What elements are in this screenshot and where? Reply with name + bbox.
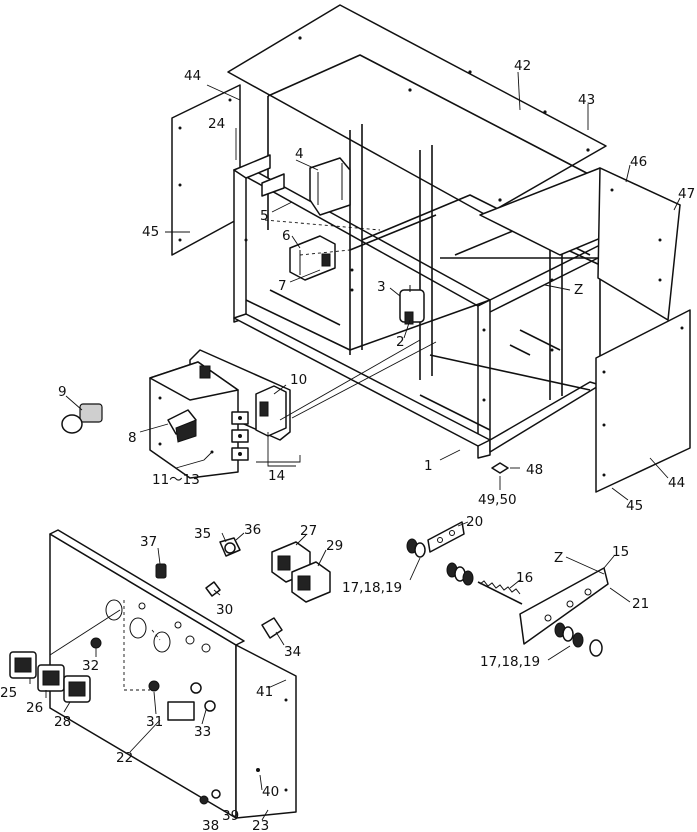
callout-24: 24: [208, 116, 225, 132]
callout-9: 9: [58, 384, 67, 400]
callout-35: 35: [194, 526, 211, 542]
right-side-panel: [479, 167, 681, 321]
callout-48: 48: [526, 462, 543, 478]
front-right-panel: [595, 309, 691, 493]
callout-3: 3: [377, 279, 386, 295]
callout-15: 15: [612, 544, 629, 560]
top-cover-panel: [227, 4, 607, 216]
callout-14: 14: [268, 468, 285, 484]
upper-mount-bracket: [309, 157, 351, 216]
main-frame: [233, 54, 601, 459]
callout-11-13: 11～13: [152, 472, 200, 488]
callout-49-50: 49,50: [478, 492, 517, 508]
callout-labels: 1 2 3 4 5 6 7 8 9 10 11～13 14 15 16 17,1…: [0, 58, 695, 832]
callout-43: 43: [578, 92, 595, 108]
callout-10: 10: [290, 372, 307, 388]
callout-17-18-19-lower: 17,18,19: [480, 654, 540, 670]
callout-23: 23: [252, 818, 269, 832]
connectors-27-29: [271, 541, 331, 603]
callout-z-upper: Z: [574, 282, 583, 298]
callout-45-left: 45: [142, 224, 159, 240]
callout-34: 34: [284, 644, 301, 660]
callout-38: 38: [202, 818, 219, 832]
callout-44-left: 44: [184, 68, 201, 84]
small-component: [399, 285, 425, 325]
nut-part: [491, 462, 509, 474]
callout-5: 5: [260, 208, 269, 224]
front-control-panel: [49, 529, 297, 819]
right-bracket-assembly: [406, 521, 609, 657]
switch-box-assembly: [149, 349, 291, 479]
knob-part: [61, 403, 103, 434]
callout-26: 26: [26, 700, 43, 716]
callout-6: 6: [282, 228, 291, 244]
callout-22: 22: [116, 750, 133, 766]
callout-30: 30: [216, 602, 233, 618]
relay-component: [289, 235, 336, 281]
callout-46: 46: [630, 154, 647, 170]
callout-42: 42: [514, 58, 531, 74]
callout-45-right: 45: [626, 498, 643, 514]
callout-29: 29: [326, 538, 343, 554]
callout-8: 8: [128, 430, 137, 446]
callout-41: 41: [256, 684, 273, 700]
callout-2: 2: [396, 334, 405, 350]
callout-20: 20: [466, 514, 483, 530]
callout-39: 39: [222, 808, 239, 824]
callout-37: 37: [140, 534, 157, 550]
callout-33: 33: [194, 724, 211, 740]
callout-31: 31: [146, 714, 163, 730]
leader-lines: [29, 71, 681, 821]
left-side-panel: [171, 84, 241, 256]
callout-32: 32: [82, 658, 99, 674]
callout-47: 47: [678, 186, 695, 202]
callout-z-lower: Z: [554, 550, 563, 566]
callout-4: 4: [295, 146, 304, 162]
callout-27: 27: [300, 523, 317, 539]
callout-40: 40: [262, 784, 279, 800]
callout-21: 21: [632, 596, 649, 612]
panel-connectors-left: [9, 651, 91, 703]
callout-36: 36: [244, 522, 261, 538]
callout-44-right: 44: [668, 475, 685, 491]
callout-17-18-19-upper: 17,18,19: [342, 580, 402, 596]
callout-25: 25: [0, 685, 17, 701]
callout-1: 1: [424, 458, 433, 474]
callout-7: 7: [278, 278, 287, 294]
callout-16: 16: [516, 570, 533, 586]
callout-28: 28: [54, 714, 71, 730]
